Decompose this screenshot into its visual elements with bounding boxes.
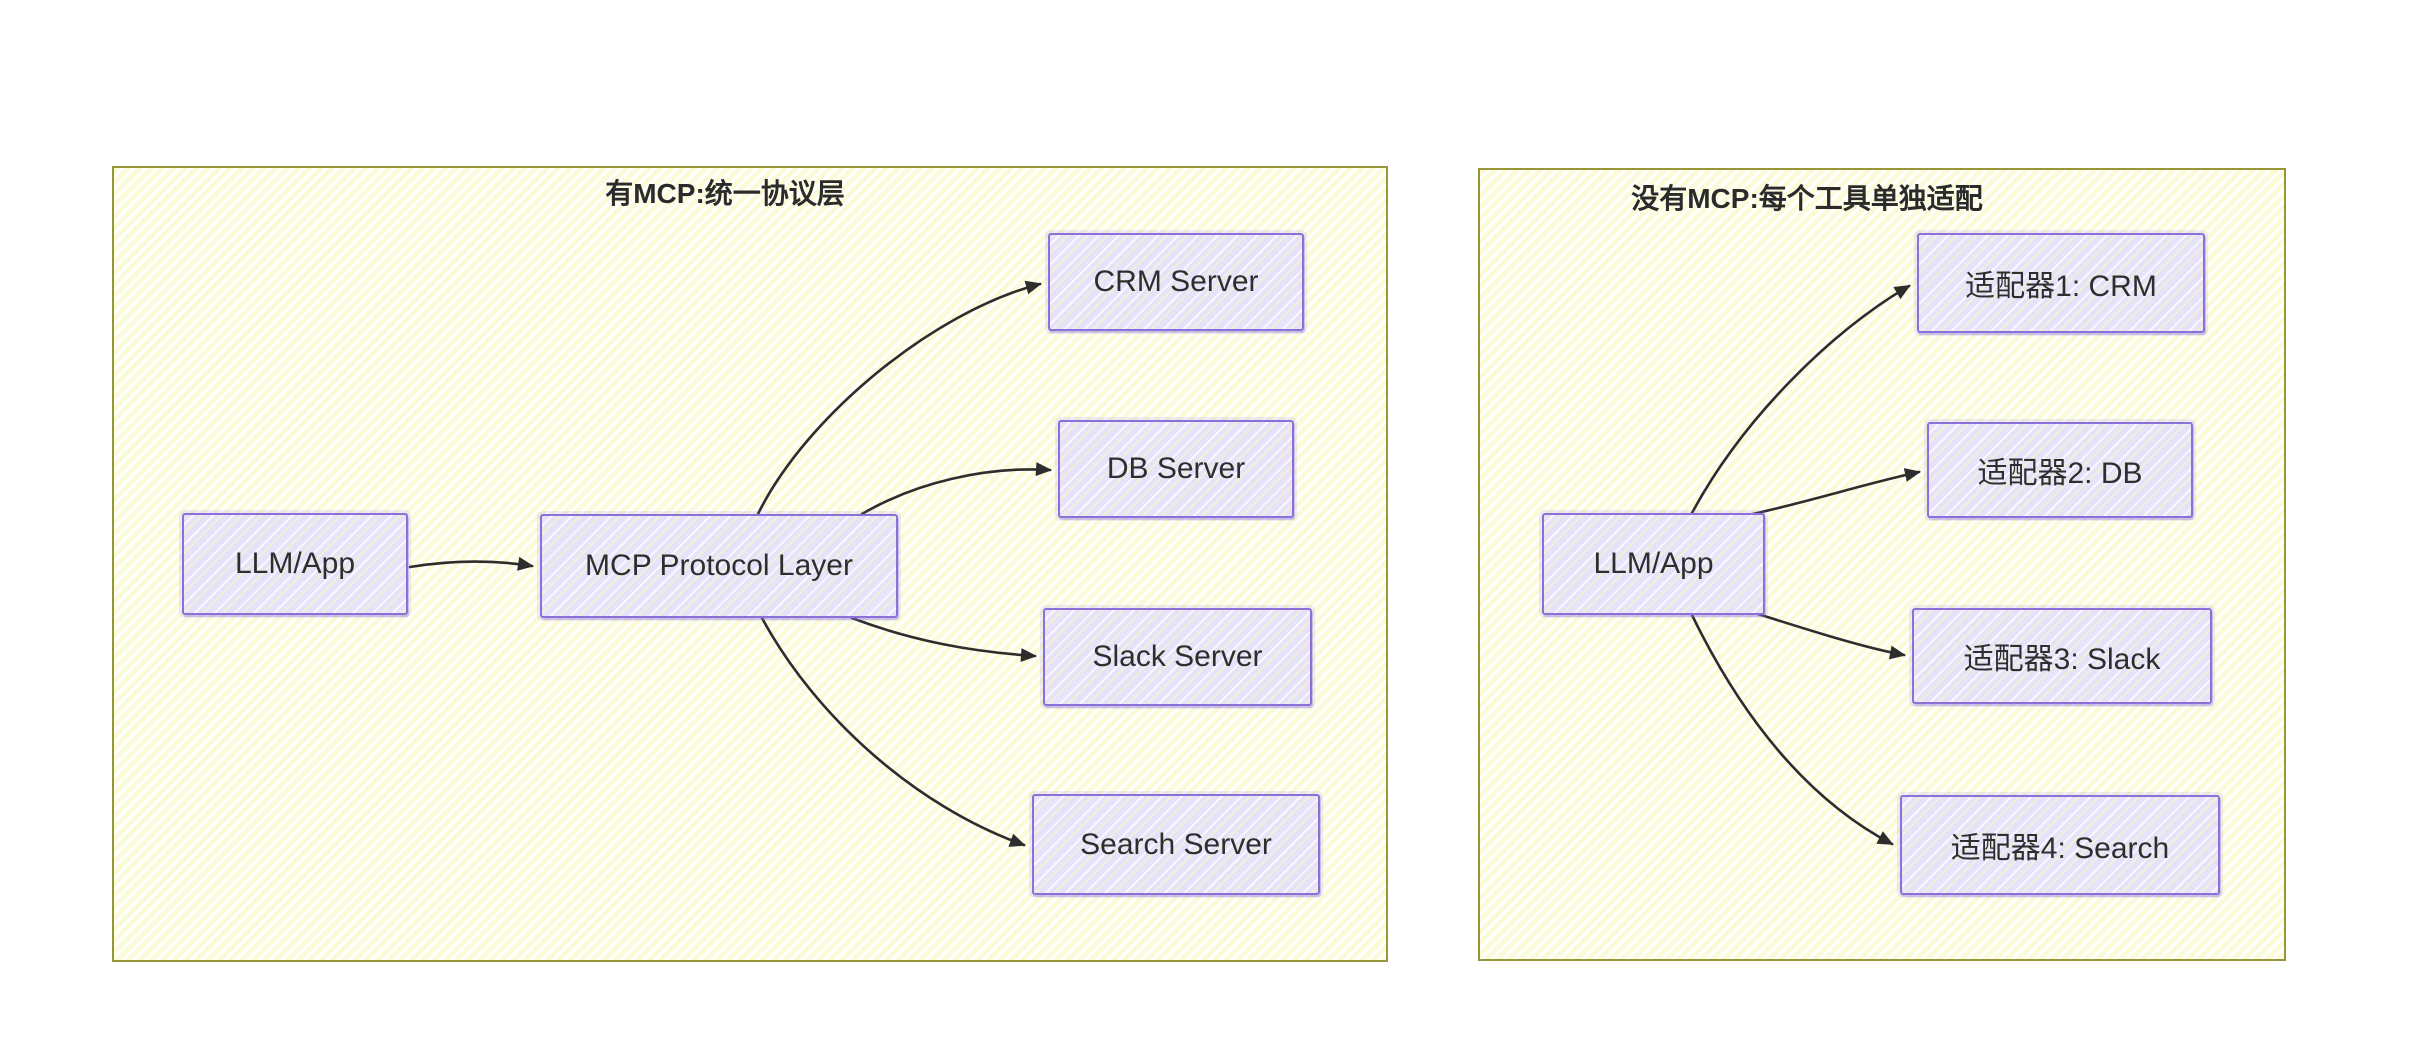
without-mcp-panel-title: 没有MCP:每个工具单独适配 [1631,183,1983,214]
node-adapter1-crm: 适配器1: CRM [1917,233,2205,333]
node-adapter2-db: 适配器2: DB [1927,422,2193,518]
node-llm-app-left: LLM/App [182,513,408,615]
node-db-server: DB Server [1058,420,1294,518]
node-mcp-protocol-layer: MCP Protocol Layer [540,514,898,618]
node-search-server: Search Server [1032,794,1320,895]
node-crm-server: CRM Server [1048,233,1304,331]
node-adapter3-slack: 适配器3: Slack [1912,608,2212,704]
node-adapter4-search: 适配器4: Search [1900,795,2220,895]
node-slack-server: Slack Server [1043,608,1312,706]
with-mcp-panel-title: 有MCP:统一协议层 [605,178,845,209]
node-llm-app-right: LLM/App [1542,513,1765,615]
